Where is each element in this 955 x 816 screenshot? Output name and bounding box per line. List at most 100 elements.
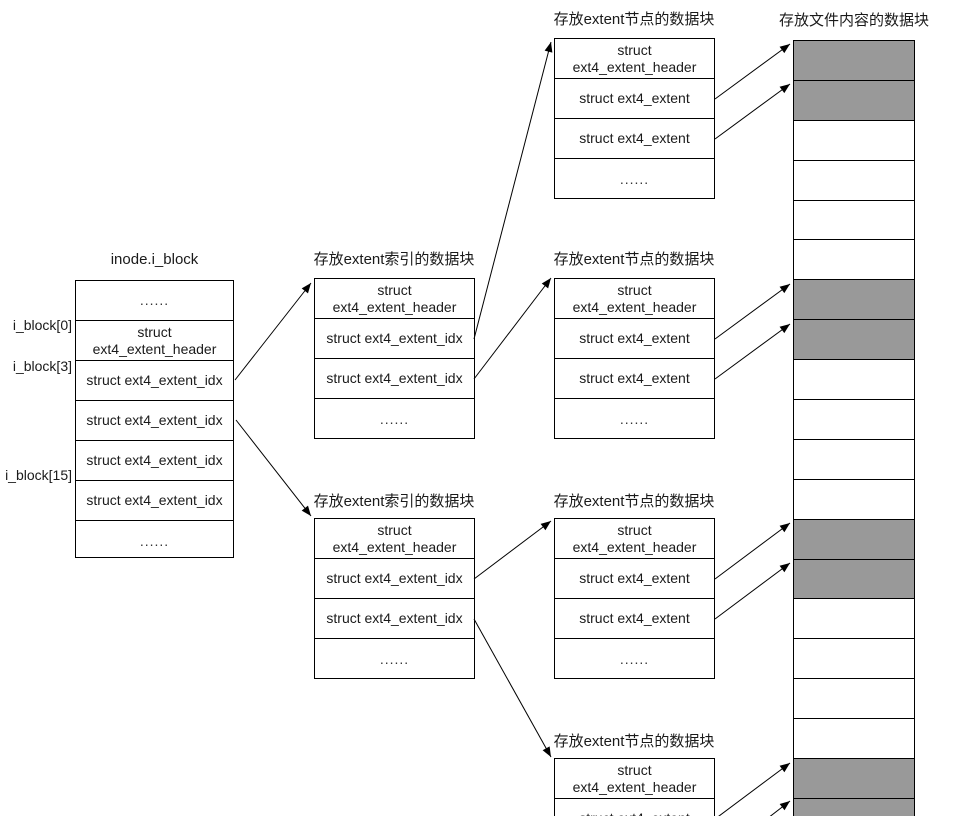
data-block-used xyxy=(794,798,914,816)
inode-row-dots: ...... xyxy=(76,521,233,561)
inode-row-extent-idx: struct ext4_extent_idx xyxy=(76,481,233,521)
cell-text: struct xyxy=(617,521,652,538)
arrow-node1-to-block1 xyxy=(714,43,791,100)
node-row-extent: struct ext4_extent xyxy=(555,119,714,159)
node-row-extent-header: struct ext4_extent_header xyxy=(555,519,714,559)
cell-text: struct xyxy=(377,521,412,538)
node-row-extent: struct ext4_extent xyxy=(555,319,714,359)
index-row-extent-header: struct ext4_extent_header xyxy=(315,519,474,559)
cell-text: ext4_extent_header xyxy=(332,538,457,555)
node-block2-title: 存放extent节点的数据块 xyxy=(553,251,715,268)
arrow-index1-to-node1 xyxy=(473,41,553,340)
index-row-extent-idx: struct ext4_extent_idx xyxy=(315,319,474,359)
data-block-free xyxy=(794,200,914,241)
data-block-free xyxy=(794,400,914,440)
cell-text: struct ext4_extent_idx xyxy=(326,330,463,346)
node-block4-title: 存放extent节点的数据块 xyxy=(553,733,715,750)
arrow-node2-to-block8 xyxy=(714,323,791,380)
index-row-extent-idx: struct ext4_extent_idx xyxy=(315,559,474,599)
data-block-free xyxy=(794,120,914,161)
data-block-free xyxy=(794,719,914,760)
arrow-node4-to-block19 xyxy=(718,762,791,816)
node-row-dots: ...... xyxy=(555,639,714,679)
node-row-dots: ...... xyxy=(555,159,714,199)
cell-text: ...... xyxy=(619,170,650,187)
cell-text: struct ext4_extent_idx xyxy=(326,610,463,626)
data-block-used xyxy=(794,320,914,361)
cell-text: struct xyxy=(617,41,652,58)
node-row-extent: struct ext4_extent xyxy=(555,79,714,119)
inode-row-extent-idx: struct ext4_extent_idx xyxy=(76,361,233,401)
arrow-inode-to-index1 xyxy=(234,282,312,381)
cell-text: struct xyxy=(377,281,412,298)
cell-text: struct xyxy=(137,323,172,340)
node-row-extent: struct ext4_extent xyxy=(555,359,714,399)
cell-text: struct ext4_extent xyxy=(579,810,690,816)
data-block-free xyxy=(794,679,914,720)
extent-node-block-1: struct ext4_extent_header struct ext4_ex… xyxy=(554,38,715,199)
node-row-extent-header: struct ext4_extent_header xyxy=(555,279,714,319)
node-row-dots: ...... xyxy=(555,399,714,439)
index-block1-title: 存放extent索引的数据块 xyxy=(313,251,475,268)
cell-text: struct ext4_extent xyxy=(579,130,690,146)
data-block-used xyxy=(794,280,914,321)
cell-text: struct ext4_extent xyxy=(579,370,690,386)
cell-text: struct ext4_extent xyxy=(579,330,690,346)
arrow-node3-to-block14 xyxy=(714,562,791,620)
cell-text: struct ext4_extent xyxy=(579,570,690,586)
data-block-free xyxy=(794,439,914,480)
cell-text: struct xyxy=(617,281,652,298)
index-block2-title: 存放extent索引的数据块 xyxy=(313,493,475,510)
index-row-extent-idx: struct ext4_extent_idx xyxy=(315,359,474,399)
inode-row-extent-idx: struct ext4_extent_idx xyxy=(76,441,233,481)
data-block-free xyxy=(794,599,914,640)
arrow-node3-to-block13 xyxy=(714,522,791,580)
arrow-node1-to-block2 xyxy=(714,83,791,140)
cell-text: struct ext4_extent_idx xyxy=(326,570,463,586)
cell-text: struct ext4_extent_idx xyxy=(86,492,223,508)
inode-row-extent-header: struct ext4_extent_header xyxy=(76,321,233,361)
arrow-node2-to-block7 xyxy=(714,283,791,340)
label-i-block-0: i_block[0] xyxy=(12,317,72,333)
cell-text: ...... xyxy=(619,650,650,667)
index-row-extent-header: struct ext4_extent_header xyxy=(315,279,474,319)
arrow-index1-to-node2 xyxy=(473,277,552,380)
content-blocks-title: 存放文件内容的数据块 xyxy=(778,12,929,29)
cell-text: struct ext4_extent_idx xyxy=(86,452,223,468)
cell-text: ext4_extent_header xyxy=(572,58,697,75)
cell-text: struct ext4_extent xyxy=(579,90,690,106)
extent-index-block-1: struct ext4_extent_header struct ext4_ex… xyxy=(314,278,475,439)
cell-text: struct ext4_extent_idx xyxy=(86,412,223,428)
node-block1-title: 存放extent节点的数据块 xyxy=(553,11,715,28)
node-row-extent-header: struct ext4_extent_header xyxy=(555,39,714,79)
data-block-used xyxy=(794,519,914,560)
cell-text: ext4_extent_header xyxy=(572,538,697,555)
cell-text: ...... xyxy=(379,650,410,667)
arrow-index2-to-node3 xyxy=(473,520,552,580)
cell-text: struct xyxy=(617,761,652,778)
index-row-dots: ...... xyxy=(315,639,474,679)
cell-text: struct ext4_extent_idx xyxy=(86,372,223,388)
cell-text: ext4_extent_header xyxy=(572,298,697,315)
inode-table-title: inode.i_block xyxy=(110,251,199,268)
node-row-extent: struct ext4_extent xyxy=(555,799,714,816)
node-row-extent: struct ext4_extent xyxy=(555,599,714,639)
cell-text: struct ext4_extent_idx xyxy=(326,370,463,386)
extent-node-block-4: struct ext4_extent_header struct ext4_ex… xyxy=(554,758,715,816)
node-block3-title: 存放extent节点的数据块 xyxy=(553,493,715,510)
node-row-extent: struct ext4_extent xyxy=(555,559,714,599)
cell-text: ...... xyxy=(139,292,170,308)
data-block-free xyxy=(794,160,914,201)
cell-text: ext4_extent_header xyxy=(92,340,217,357)
cell-text: ...... xyxy=(619,410,650,427)
data-block-free xyxy=(794,360,914,401)
index-row-extent-idx: struct ext4_extent_idx xyxy=(315,599,474,639)
data-block-used xyxy=(794,41,914,81)
extent-index-block-2: struct ext4_extent_header struct ext4_ex… xyxy=(314,518,475,679)
data-block-free xyxy=(794,639,914,680)
label-i-block-3: i_block[3] xyxy=(12,358,72,374)
inode-i-block-table: ...... struct ext4_extent_header struct … xyxy=(75,280,234,558)
inode-row-dots: ...... xyxy=(76,281,233,321)
index-row-dots: ...... xyxy=(315,399,474,439)
arrow-node4-to-block20 xyxy=(769,800,791,816)
